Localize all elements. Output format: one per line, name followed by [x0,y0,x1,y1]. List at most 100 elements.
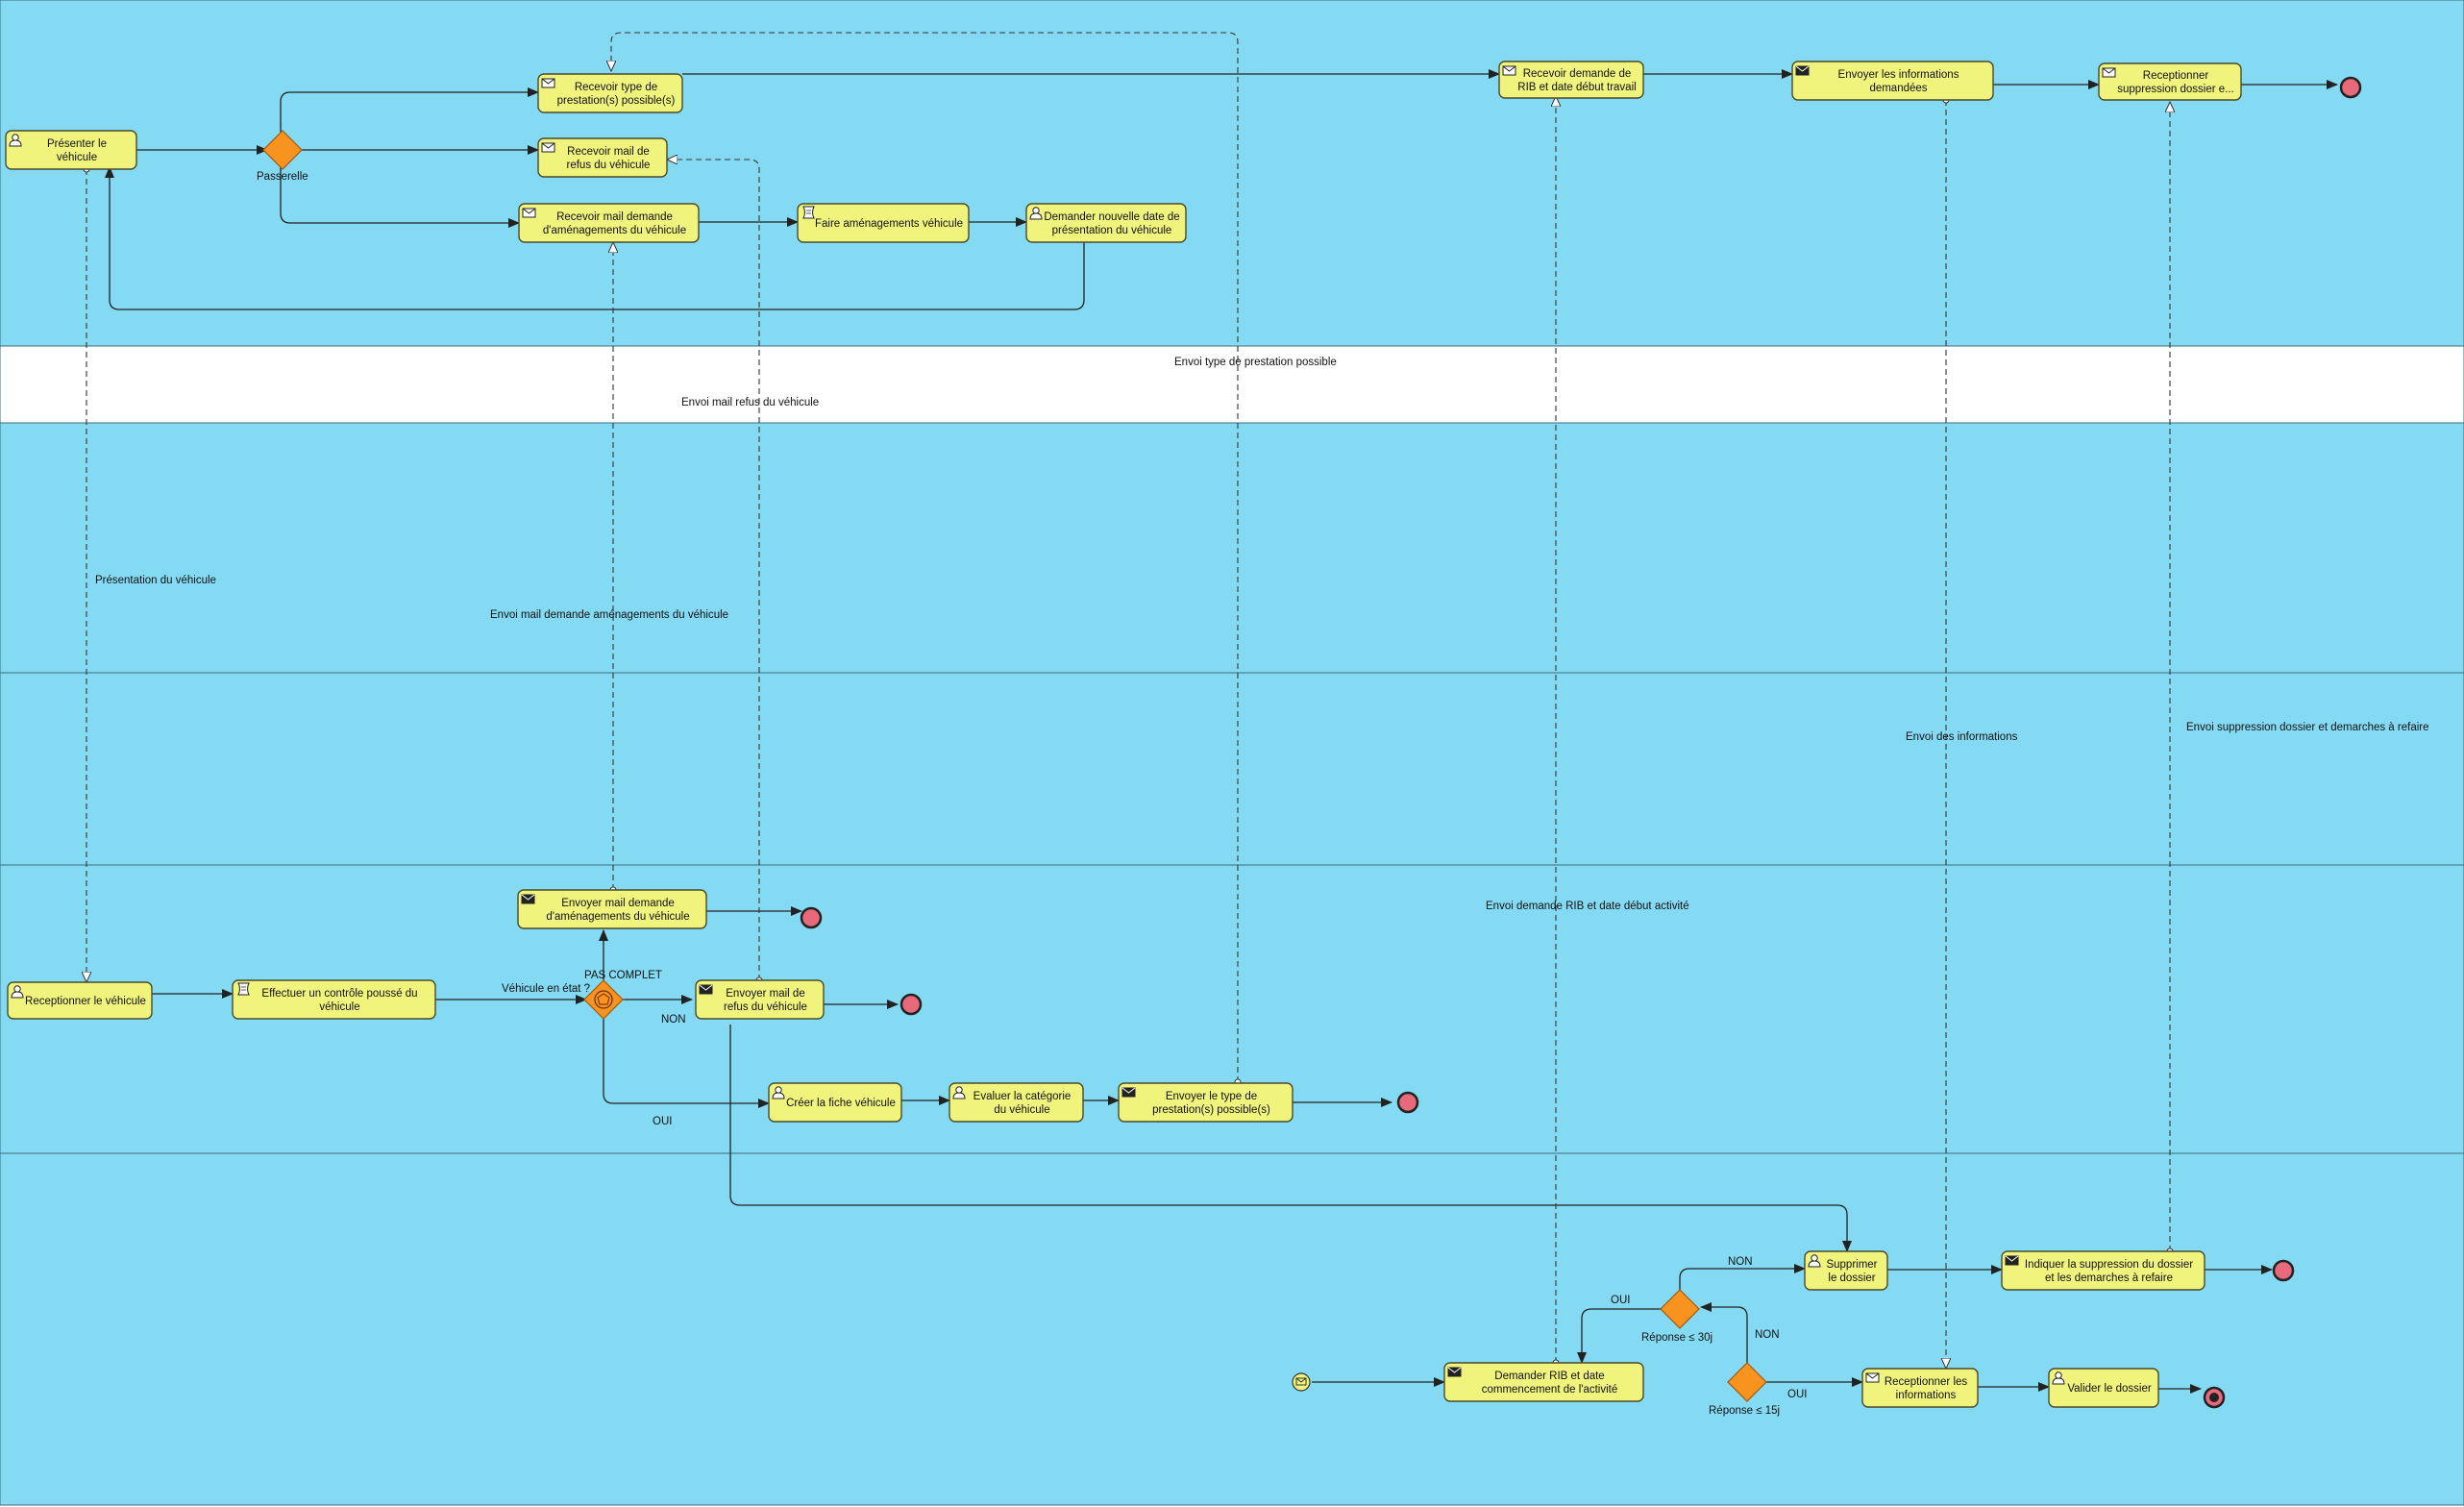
task-label-line: suppression dossier e... [2117,84,2233,95]
task-recevoir-demande-rib-box[interactable] [1498,61,1644,99]
task-recevoir-type-prestation-box[interactable] [537,73,683,113]
envelope-filled-icon [699,984,713,995]
lane-client [0,0,2464,347]
task-demander-rib-box[interactable] [1443,1362,1644,1402]
task-demander-nouvelle-date-box[interactable] [1025,203,1187,243]
label-envoi-amenagements: Envoi mail demande aménagements du véhic… [490,609,728,621]
flow-passerelle-amenagement [280,163,520,228]
end-event-amenagement[interactable] [800,906,823,929]
start-message-event[interactable] [1292,1372,1311,1392]
user-icon [952,1086,966,1099]
task-indiquer-suppression-box[interactable] [2001,1250,2205,1291]
task-receptionner-suppression[interactable]: Receptionner suppression dossier e... [2098,62,2242,101]
label-oui-reponse15: OUI [1787,1389,1807,1400]
task-envoyer-mail-refus-box[interactable] [695,979,825,1020]
task-evaluer-categorie-box[interactable] [949,1082,1084,1123]
task-evaluer-categorie[interactable]: Evaluer la catégorie du véhicule [949,1082,1084,1123]
task-label-line: Créer la fiche véhicule [786,1098,896,1109]
task-receptionner-vehicule[interactable]: Receptionner le véhicule [7,981,153,1020]
events[interactable] [800,76,2362,1409]
task-label-line: RIB et date début travail [1517,82,1636,93]
envelope-filled-icon [521,894,535,904]
task-recevoir-mail-amenagement-box[interactable] [518,203,700,243]
label-oui-fiche: OUI [653,1116,672,1127]
task-label-line: et les demarches à refaire [2045,1272,2173,1284]
envelope-icon [541,142,555,153]
task-label-line: Indiquer la suppression du dossier [2025,1259,2193,1271]
task-label-line: demandées [1869,83,1927,94]
task-label-line: Receptionner le véhicule [25,996,146,1007]
task-presenter-vehicule-box[interactable] [5,130,137,170]
end-event-prestation[interactable] [1396,1091,1419,1114]
task-receptionner-informations-box[interactable] [1861,1368,1979,1408]
task-label-line: du véhicule [994,1104,1049,1116]
end-event-refus[interactable] [899,993,923,1016]
end-event-client[interactable] [2339,76,2362,99]
script-icon [802,206,815,219]
label-envoi-informations: Envoi des informations [1906,731,2018,743]
end-event-terminate[interactable] [2203,1386,2226,1409]
end-event-suppression[interactable] [2272,1259,2295,1282]
gateways[interactable]: Passerelle Véhicule en état ? Réponse ≤ … [257,130,1780,1417]
task-envoyer-informations-box[interactable] [1791,61,1994,101]
gateway-vehicule-etat-diamond[interactable] [583,979,624,1020]
task-label-line: Recevoir type de [575,82,657,93]
task-label-line: Envoyer les informations [1838,69,1959,81]
gateway-reponse-30[interactable]: Réponse ≤ 30j [1641,1289,1712,1344]
gateway-passerelle-diamond[interactable] [262,130,303,170]
task-label-line: prestation(s) possible(s) [1152,1104,1270,1116]
user-icon [1808,1254,1821,1268]
label-presentation: Présentation du véhicule [95,575,216,586]
gateway-reponse-15-diamond[interactable] [1727,1362,1767,1402]
task-creer-fiche-box[interactable] [768,1082,902,1123]
event-based-circle-icon [594,990,613,1009]
task-receptionner-suppression-box[interactable] [2098,62,2242,101]
task-label-line: Valider le dossier [2067,1383,2152,1395]
task-label-line: Demander RIB et date [1494,1371,1604,1382]
task-envoyer-informations[interactable]: Envoyer les informations demandées [1791,61,1994,101]
task-envoyer-type-prestation-box[interactable] [1118,1082,1294,1123]
task-envoyer-mail-amenagement-box[interactable] [517,889,707,929]
user-icon [1029,207,1043,220]
message-type-prestation [611,32,1238,1082]
task-valider-dossier-box[interactable] [2048,1368,2159,1408]
task-receptionner-vehicule-box[interactable] [7,981,153,1020]
label-non-supprimer: NON [1728,1256,1753,1268]
label-non-refus: NON [661,1014,686,1025]
label-envoi-refus: Envoi mail refus du véhicule [681,397,819,408]
envelope-filled-icon [2005,1255,2019,1266]
task-label-line: Envoyer mail demande [561,898,675,909]
task-faire-amenagements[interactable]: Faire aménagements véhicule [797,203,970,243]
gateway-vehicule-etat[interactable]: Véhicule en état ? [502,979,624,1020]
task-effectuer-controle-box[interactable] [232,979,436,1020]
task-creer-fiche[interactable]: Créer la fiche véhicule [768,1082,902,1123]
gateway-reponse-30-diamond[interactable] [1660,1289,1700,1329]
task-recevoir-mail-refus-box[interactable] [537,137,668,178]
flow-passerelle-type [280,87,539,136]
task-label-line: Receptionner [2143,70,2209,82]
task-label-line: Faire aménagements véhicule [815,218,963,230]
label-pas-complet: PAS COMPLET [584,970,662,981]
task-label-line: Evaluer la catégorie [973,1091,1072,1102]
task-supprimer-dossier-box[interactable] [1804,1250,1888,1291]
gateway-passerelle[interactable]: Passerelle [257,130,308,183]
gateway-reponse-15[interactable]: Réponse ≤ 15j [1709,1362,1780,1417]
envelope-icon [1502,65,1516,76]
task-faire-amenagements-box[interactable] [797,203,970,243]
task-valider-dossier[interactable]: Valider le dossier [2048,1368,2159,1408]
